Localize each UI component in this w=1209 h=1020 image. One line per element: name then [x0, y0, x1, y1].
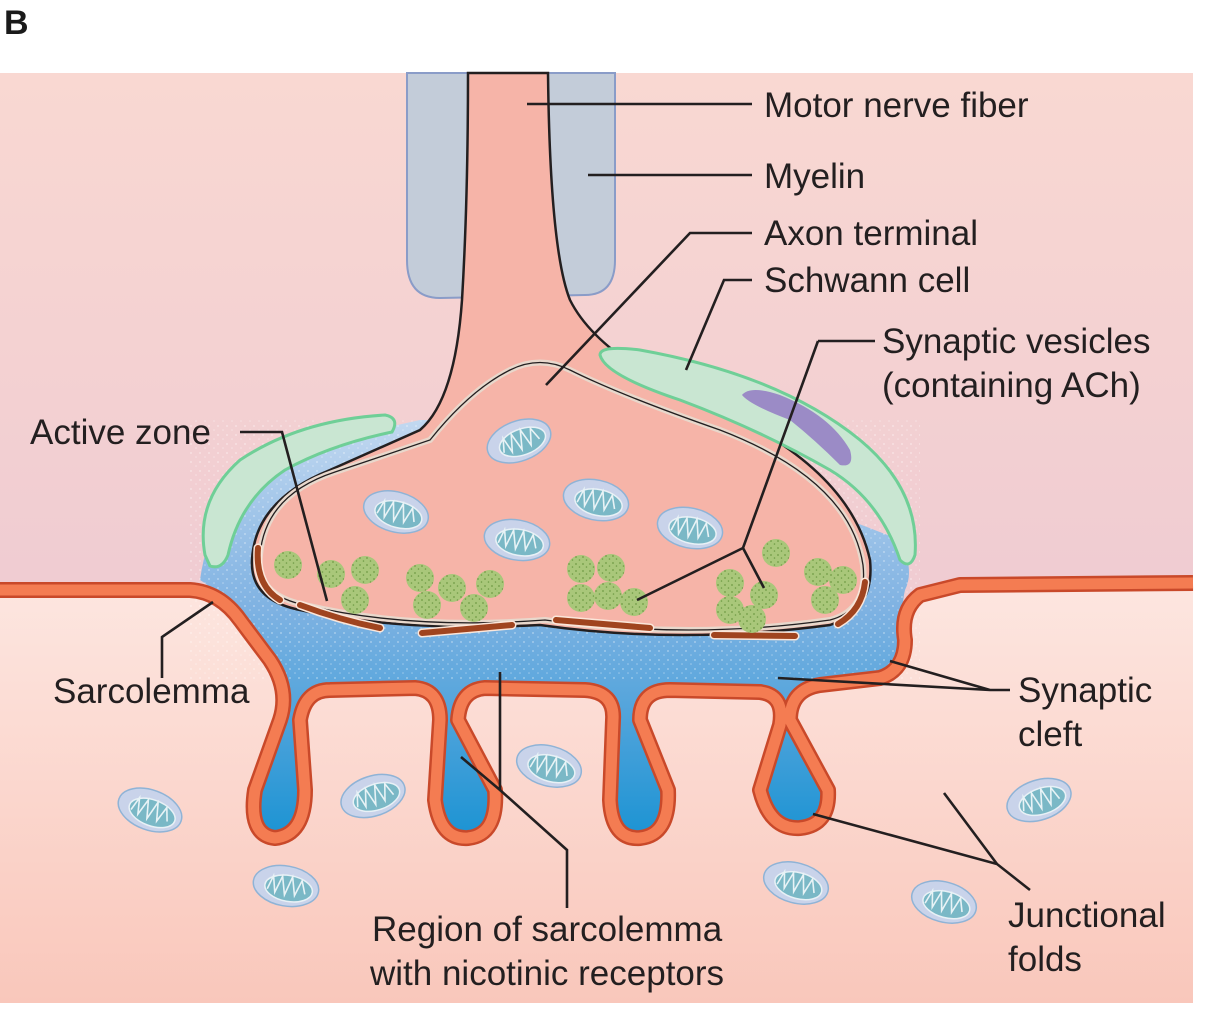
leader-schwann-cell: [684, 278, 752, 371]
leader-region-receptors: [460, 672, 569, 908]
label-synaptic-cleft-1: Synaptic: [1018, 671, 1152, 710]
leader-lines: [160, 102, 1031, 908]
label-sarcolemma: Sarcolemma: [53, 672, 250, 711]
vesicle: [413, 591, 441, 619]
leader-axon-terminal: [545, 231, 752, 386]
leader-synaptic-vesicles: [636, 339, 875, 602]
vesicle: [750, 581, 778, 609]
vesicle: [597, 554, 625, 582]
leader-sarcolemma: [160, 600, 214, 678]
label-junctional-folds-1: Junctional: [1008, 896, 1166, 935]
label-axon-terminal: Axon terminal: [764, 214, 978, 253]
vesicle: [460, 594, 488, 622]
label-myelin: Myelin: [764, 157, 865, 196]
schwann-nucleus: [742, 390, 852, 466]
panel-letter: B: [4, 4, 29, 42]
vesicle: [351, 556, 379, 584]
vesicle: [406, 564, 434, 592]
vesicle: [620, 588, 648, 616]
label-motor-nerve-fiber: Motor nerve fiber: [764, 86, 1029, 125]
label-region-2: with nicotinic receptors: [369, 954, 724, 993]
axon-terminal-membrane-line: [258, 361, 865, 631]
vesicle: [438, 574, 466, 602]
label-region-1: Region of sarcolemma: [372, 910, 723, 949]
vesicle: [567, 584, 595, 612]
vesicle: [476, 570, 504, 598]
vesicle: [594, 582, 622, 610]
label-synaptic-vesicles-1: Synaptic vesicles: [882, 322, 1150, 361]
vesicle: [738, 605, 766, 633]
label-synaptic-cleft-2: cleft: [1018, 715, 1082, 754]
vesicle: [716, 569, 744, 597]
vesicle: [762, 539, 790, 567]
vesicle: [804, 558, 832, 586]
vesicle: [811, 586, 839, 614]
leader-synaptic-cleft: [777, 659, 1010, 692]
active-zones: [253, 543, 870, 641]
label-junctional-folds-2: folds: [1008, 940, 1082, 979]
schwann-cell-left: [201, 413, 397, 569]
leader-junctional-folds: [812, 792, 1031, 892]
vesicle: [567, 555, 595, 583]
sarcolemma-membrane-inner: [0, 577, 1194, 844]
label-synaptic-vesicles-2: (containing ACh): [882, 366, 1141, 405]
vesicle: [274, 551, 302, 579]
label-active-zone: Active zone: [30, 413, 211, 452]
leader-active-zone: [240, 430, 329, 602]
vesicle: [341, 586, 369, 614]
label-schwann-cell: Schwann cell: [764, 261, 970, 300]
